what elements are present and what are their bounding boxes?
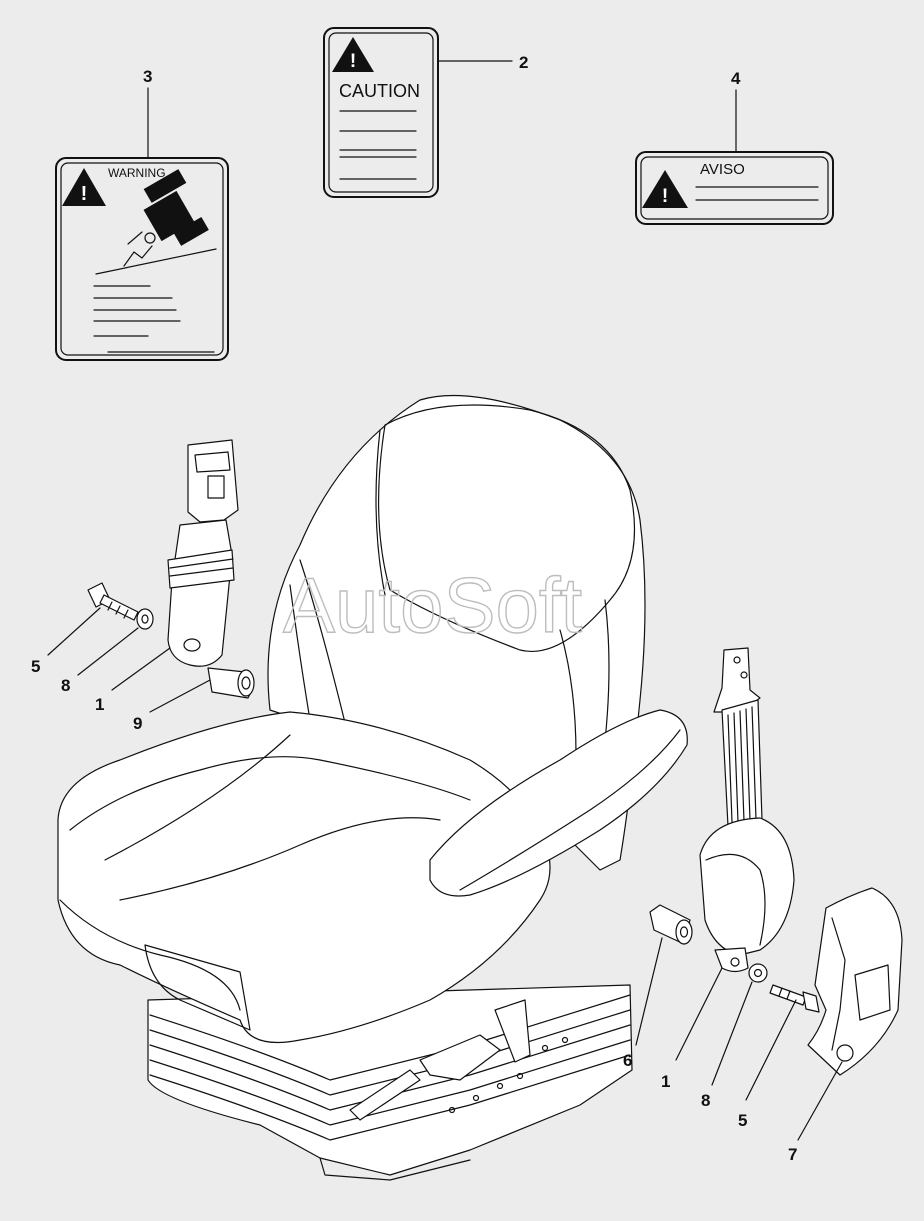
warning-decal: ! WARNING (55, 157, 229, 361)
left-washer (136, 608, 154, 630)
callout-leaders (47, 60, 843, 1141)
callout-right-7: 7 (788, 1145, 797, 1164)
callout-3: 3 (143, 67, 152, 86)
svg-text:!: ! (662, 186, 668, 207)
svg-text:!: ! (81, 183, 88, 205)
watermark-text: AutoSoft (283, 561, 583, 649)
aviso-decal: ! AVISO (635, 151, 834, 225)
right-retractor-belt (699, 647, 795, 973)
callout-right-1: 1 (661, 1072, 670, 1091)
aviso-triangle-icon (642, 170, 688, 208)
callout-4: 4 (731, 69, 741, 88)
armrest (429, 709, 688, 897)
left-bolt (87, 582, 139, 621)
caution-triangle-icon (332, 37, 374, 72)
caution-decal: ! CAUTION (323, 27, 439, 198)
callout-left-1: 1 (95, 695, 104, 714)
callout-2: 2 (519, 53, 528, 72)
callout-right-8: 8 (701, 1091, 710, 1110)
aviso-title: AVISO (700, 161, 745, 178)
callout-right-5: 5 (738, 1111, 747, 1130)
caution-title: CAUTION (339, 81, 420, 101)
right-bolt (769, 984, 820, 1013)
svg-text:!: ! (350, 51, 356, 72)
callout-left-8: 8 (61, 676, 70, 695)
right-spacer (649, 904, 693, 945)
callout-left-9: 9 (133, 714, 142, 733)
right-washer (748, 963, 768, 983)
warning-title: WARNING (108, 166, 166, 180)
callout-left-5: 5 (31, 657, 40, 676)
seat-cushion (57, 711, 551, 1044)
callout-right-6: 6 (623, 1051, 632, 1070)
left-spacer (207, 667, 255, 699)
rollover-pictogram-icon (95, 169, 217, 275)
left-belt-buckle (167, 439, 239, 667)
warning-triangle-icon (62, 168, 106, 206)
retractor-cover (807, 887, 903, 1076)
